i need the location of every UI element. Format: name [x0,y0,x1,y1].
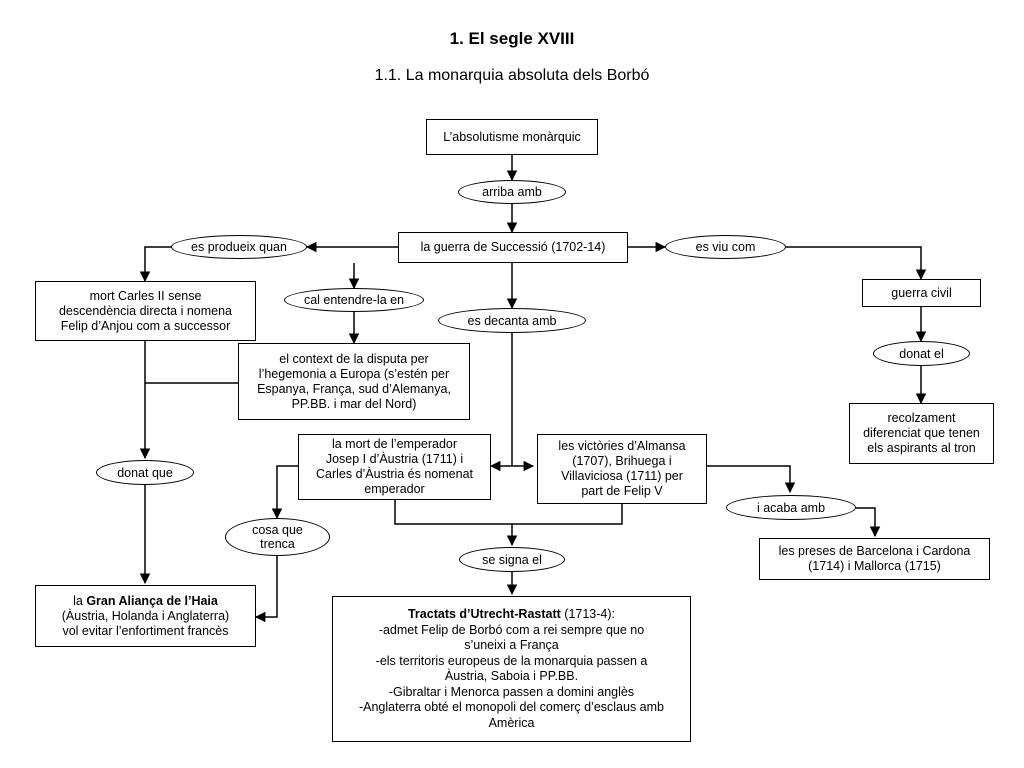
link-i-acaba-amb: i acaba amb [726,495,856,520]
node-gran-alianca-prefix: la [73,593,87,608]
node-absolutisme-label: L’absolutisme monàrquic [443,129,581,144]
link-donat-el-label: donat el [899,346,944,361]
node-context-line: l’hegemonia a Europa (s’estén per [258,366,450,381]
node-context: el context de la disputa per l’hegemonia… [238,343,470,420]
link-cosa-que-trenca-line: cosa que [252,523,303,537]
node-victories-line: part de Felip V [581,484,663,498]
link-cosa-que-trenca: cosa que trenca [225,518,330,556]
node-mort-emperador-line: Carles d’Àustria és nomenat [315,467,474,481]
node-preses: les preses de Barcelona i Cardona (1714)… [759,538,990,580]
node-tractats-line: Amèrica [488,715,535,730]
link-cal-entendre: cal entendre-la en [284,288,424,312]
node-victories-line: Villaviciosa (1711) per [561,469,683,483]
node-tractats-line: -admet Felip de Borbó com a rei sempre q… [378,622,645,637]
node-context-line: PP.BB. i mar del Nord) [291,396,417,411]
node-mort-emperador-line: la mort de l’emperador [331,437,458,451]
link-donat-que-label: donat que [117,465,173,480]
node-tractats-line: -Anglaterra obté el monopoli del comerç … [358,700,665,714]
node-absolutisme: L’absolutisme monàrquic [426,119,598,155]
link-es-viu-com-label: es viu com [695,240,756,254]
node-tractats-line: Àustria, Saboia i PP.BB. [444,669,579,683]
link-es-viu-com: es viu com [665,235,786,259]
node-guerra-civil: guerra civil [862,279,981,307]
node-gran-alianca-line: vol evitar l’enfortiment francès [62,623,229,638]
node-mort-carles: mort Carles II sense descendència direct… [35,281,256,341]
node-recolzament: recolzament diferenciat que tenen els as… [849,403,994,464]
node-recolzament-line: els aspirants al tron [867,441,976,455]
node-mort-emperador: la mort de l’emperador Josep I d’Àustria… [298,434,491,500]
node-victories-line: les victòries d’Almansa [558,439,686,453]
node-tractats-suffix: (1713-4): [560,607,616,621]
node-victories-line: (1707), Brihuega i [572,454,672,468]
node-mort-carles-line: mort Carles II sense [89,288,202,303]
node-guerra-civil-label: guerra civil [891,285,952,300]
link-es-decanta-amb-label: es decanta amb [467,313,557,328]
node-recolzament-line: recolzament [887,411,956,425]
node-tractats-line: s’uneixi a França [464,638,559,652]
node-mort-emperador-line: Josep I d’Àustria (1711) i [325,452,464,466]
link-i-acaba-amb-label: i acaba amb [756,500,826,515]
node-context-line: Espanya, França, sud d’Alemanya, [257,381,451,396]
node-gran-alianca-heading: la Gran Aliança de l’Haia [62,594,229,609]
node-gran-alianca: la Gran Aliança de l’Haia (Àustria, Hola… [35,585,256,647]
node-preses-line: (1714) i Mallorca (1715) [808,559,941,573]
node-guerra-successio-label: la guerra de Successió (1702-14) [420,240,606,254]
node-tractats-line: -els territoris europeus de la monarquia… [375,653,648,668]
node-preses-line: les preses de Barcelona i Cardona [778,544,971,558]
link-es-decanta-amb: es decanta amb [438,308,586,333]
link-donat-que: donat que [96,460,194,485]
link-se-signa-el-label: se signa el [482,552,542,567]
link-es-produeix-quan: es produeix quan [171,235,307,259]
node-gran-alianca-line: (Àustria, Holanda i Anglaterra) [61,608,230,623]
node-tractats-line: -Gibraltar i Menorca passen a domini ang… [388,684,635,699]
page-title: 1. El segle XVIII [449,29,575,48]
link-donat-el: donat el [873,341,970,366]
node-mort-emperador-line: emperador [364,482,425,496]
node-victories: les victòries d’Almansa (1707), Brihuega… [537,434,707,504]
node-tractats-bold: Tractats d’Utrecht-Rastatt [407,607,561,621]
page-subtitle: 1.1. La monarquia absoluta dels Borbó [374,67,650,84]
node-tractats-heading: Tractats d’Utrecht-Rastatt (1713-4): [359,607,664,623]
link-arriba-amb: arriba amb [458,180,566,204]
node-context-line: el context de la disputa per [279,351,429,366]
link-se-signa-el: se signa el [459,547,565,572]
link-cosa-que-trenca-line: trenca [260,537,295,551]
node-recolzament-line: diferenciat que tenen [863,426,980,440]
link-es-produeix-quan-label: es produeix quan [191,240,287,254]
link-arriba-amb-label: arriba amb [482,185,542,199]
node-mort-carles-line: Felip d’Anjou com a successor [60,318,231,333]
node-mort-carles-line: descendència directa i nomena [58,303,233,318]
node-guerra-successio: la guerra de Successió (1702-14) [398,232,628,263]
node-tractats: Tractats d’Utrecht-Rastatt (1713-4): -ad… [332,596,691,742]
node-gran-alianca-bold: Gran Aliança de l’Haia [86,593,218,608]
link-cal-entendre-label: cal entendre-la en [303,293,405,307]
